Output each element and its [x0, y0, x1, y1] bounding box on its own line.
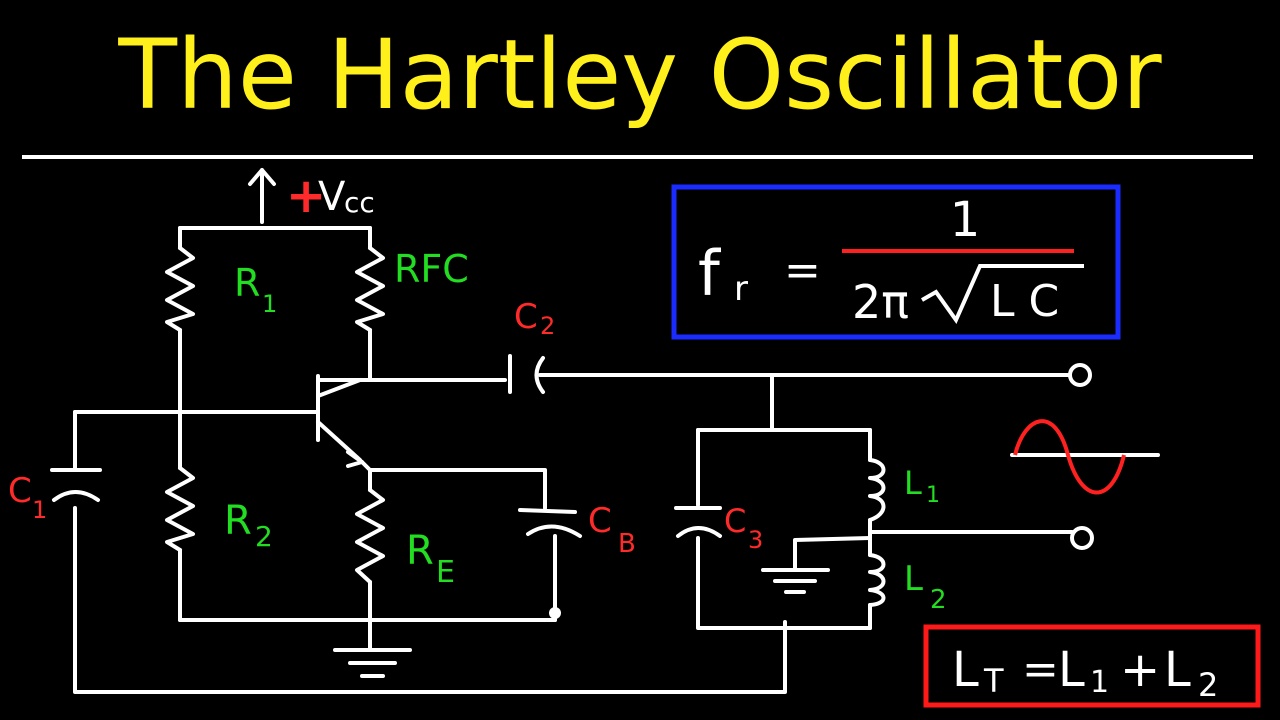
formula-lhs: f	[698, 237, 722, 310]
c3-label: C	[724, 502, 746, 540]
l1-inductor	[868, 458, 886, 522]
inductance-term2: L	[1164, 642, 1191, 698]
inductance-term1: L	[1058, 642, 1085, 698]
vcc-subscript: cc	[344, 186, 375, 219]
sine-wave-icon	[1013, 419, 1126, 495]
cb-subscript: B	[618, 529, 636, 559]
l2-subscript: 2	[930, 585, 947, 615]
formula-sqrt-sign	[921, 264, 1084, 325]
re-label: R	[406, 528, 434, 574]
c3-subscript: 3	[748, 526, 763, 554]
inductance-term2-subscript: 2	[1198, 666, 1218, 704]
inductance-term1-subscript: 1	[1090, 665, 1109, 700]
l2-inductor	[868, 553, 886, 607]
r2-subscript: 2	[255, 520, 273, 553]
l2-label: L	[904, 559, 923, 599]
c1-capacitor	[50, 468, 102, 502]
formula-denominator-prefix: 2π	[852, 275, 909, 329]
formula-equals: =	[784, 245, 821, 296]
inductance-lhs-subscript: T	[983, 662, 1004, 700]
c2-label: C	[514, 297, 538, 337]
inductance-box	[923, 624, 1261, 708]
rfc-inductor	[355, 246, 385, 332]
inductance-lhs: L	[952, 642, 979, 698]
c1-label: C	[8, 471, 32, 511]
cb-junction-dot	[549, 607, 561, 619]
vcc-label: V	[318, 174, 346, 220]
formula-numerator: 1	[950, 192, 981, 248]
l1-subscript: 1	[926, 483, 940, 508]
page-title: The Hartley Oscillator	[117, 19, 1162, 131]
resonant-frequency-formula: f r = 1 2π LC	[671, 184, 1121, 340]
total-inductance-formula: L T = L 1 + L 2	[923, 624, 1261, 708]
c2-capacitor	[508, 354, 545, 394]
formula-lhs-subscript: r	[734, 269, 748, 309]
inductance-equals: =	[1022, 644, 1059, 695]
r1-label: R	[234, 261, 260, 305]
r2-label: R	[224, 498, 252, 544]
formula-radicand: LC	[990, 276, 1073, 327]
c1-subscript: 1	[32, 496, 47, 524]
circuit-wires	[73, 168, 1160, 694]
r2-resistor	[165, 466, 195, 552]
inductance-plus: +	[1120, 642, 1160, 698]
cb-label: C	[588, 501, 612, 541]
l1-label: L	[904, 464, 922, 502]
rfc-label: RFC	[394, 247, 469, 291]
re-resistor	[355, 488, 385, 584]
c3-capacitor	[674, 506, 722, 538]
re-subscript: E	[436, 555, 455, 590]
vcc-plus-sign: +	[286, 168, 326, 224]
cb-capacitor	[518, 508, 582, 538]
r1-resistor	[165, 246, 195, 332]
r1-subscript: 1	[262, 290, 277, 318]
c2-subscript: 2	[540, 312, 555, 340]
formula-box	[671, 184, 1121, 340]
